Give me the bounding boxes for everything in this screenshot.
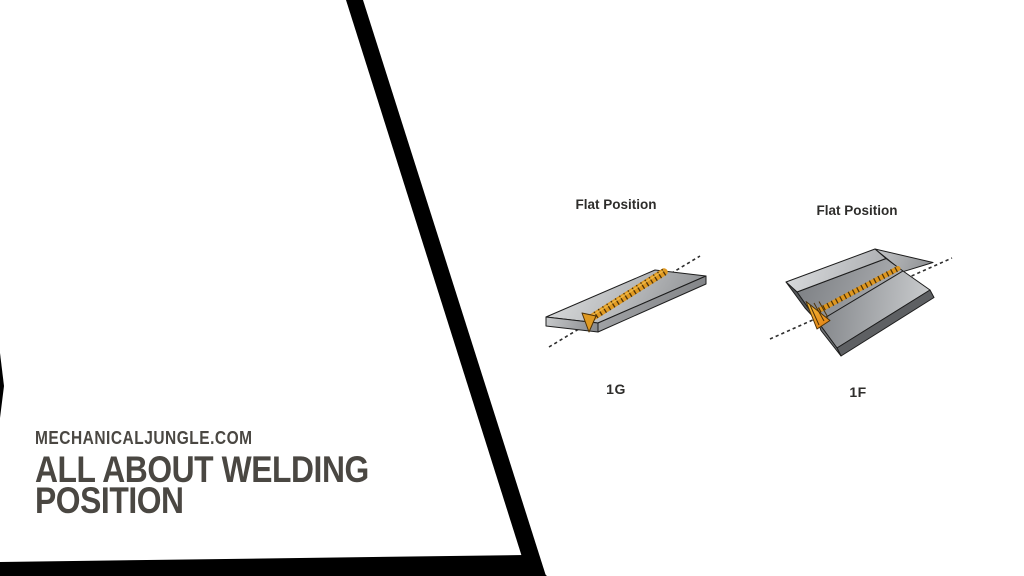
diagram-1f-position-label: Flat Position	[816, 203, 898, 218]
weld-bead-start-triangle	[581, 312, 597, 333]
diagram-1f-code: 1F	[849, 384, 867, 400]
diagram-1g-position-label: Flat Position	[575, 197, 657, 212]
weld-bead	[581, 268, 668, 333]
plate-end-face	[597, 275, 707, 333]
base-plate-near-thickness	[817, 321, 842, 357]
page-title-line2: POSITION	[35, 480, 184, 521]
page-title-line1: ALL ABOUT WELDING	[35, 449, 369, 490]
left-edge-sliver	[0, 353, 4, 418]
bottom-bar	[0, 555, 547, 576]
site-url: MECHANICALJUNGLE.COM	[35, 428, 253, 448]
diagonal-stripe	[346, 0, 546, 576]
black-frame	[0, 0, 547, 576]
diagram-1g-code: 1G	[606, 381, 626, 397]
groove-weld-illustration	[545, 255, 707, 348]
fillet-weld-illustration	[769, 248, 953, 357]
fillet-weld-bead	[805, 265, 901, 330]
